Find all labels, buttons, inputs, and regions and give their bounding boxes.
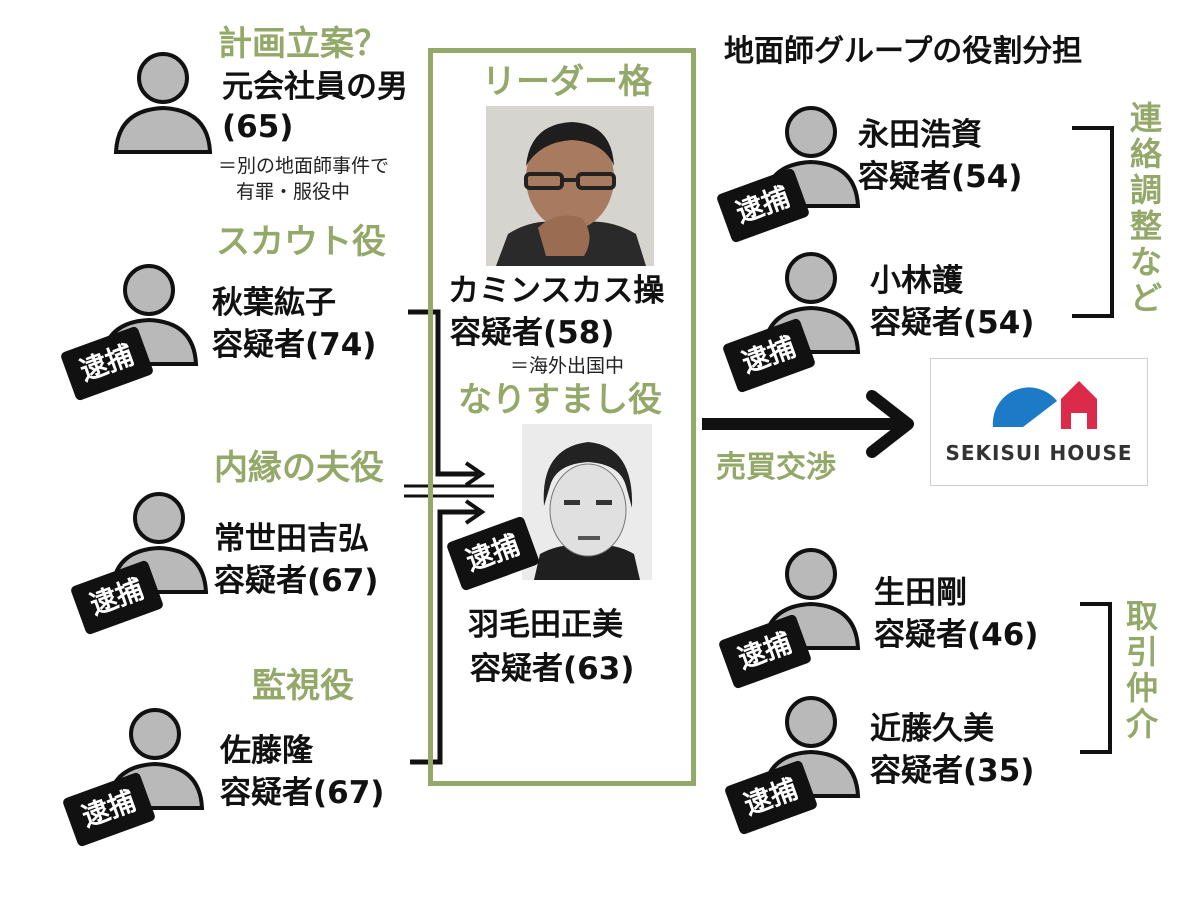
company-logo: SEKISUI HOUSE xyxy=(930,358,1148,486)
leader-role-label: リーダー格 xyxy=(482,62,652,102)
impostor-role-label: なりすまし役 xyxy=(458,380,662,420)
planner-name: 元会社員の男 xyxy=(222,69,408,105)
liaison-member-2-name: 小林護 xyxy=(870,263,963,299)
broker-member-1-suspect-age: 容疑者(46) xyxy=(874,617,1039,653)
planner-role-label: 計画立案？ xyxy=(218,24,388,64)
diagram-title: 地面師グループの役割分担 xyxy=(724,34,1083,69)
liaison-member-1-name: 永田浩資 xyxy=(858,117,982,153)
broker-member-2-suspect-age: 容疑者(35) xyxy=(870,753,1035,789)
monitor-connector xyxy=(410,509,478,765)
liaison-member-1-suspect-age: 容疑者(54) xyxy=(858,159,1023,195)
broker-role-label: 取 引 仲 介 xyxy=(1125,597,1158,743)
broker-bracket xyxy=(1080,602,1112,754)
scout-connector xyxy=(408,309,478,477)
monitor-role-label: 監視役 xyxy=(252,666,354,706)
planner-note-line2: 有罪・服役中 xyxy=(236,181,351,203)
impostor-photo xyxy=(522,424,652,580)
broker-member-1-name: 生田剛 xyxy=(874,575,967,611)
liaison-bracket xyxy=(1072,126,1114,318)
leader-portrait-icon xyxy=(486,106,654,266)
planner-person-icon xyxy=(108,44,218,154)
liaison-role-label: 連 絡 調 整 な ど xyxy=(1129,99,1162,317)
planner-note-line1: ＝別の地面師事件で xyxy=(218,155,390,177)
monitor-arrowhead xyxy=(464,499,486,525)
liaison-member-2-suspect-age: 容疑者(54) xyxy=(870,305,1035,341)
scout-role-label: スカウト役 xyxy=(216,222,386,262)
husband-name: 常世田吉弘 xyxy=(214,521,369,557)
monitor-name: 佐藤隆 xyxy=(220,733,313,769)
husband-suspect-age: 容疑者(67) xyxy=(214,563,379,599)
scout-name: 秋葉紘子 xyxy=(212,285,336,321)
husband-role-label: 内縁の夫役 xyxy=(214,448,384,488)
impostor-name: 羽毛田正美 xyxy=(468,607,623,643)
negotiation-label: 売買交渉 xyxy=(716,450,836,485)
central-figures-box xyxy=(428,48,696,786)
leader-name: カミンスカス操 xyxy=(448,273,665,309)
scout-suspect-age: 容疑者(74) xyxy=(212,327,377,363)
scout-arrowhead xyxy=(464,461,486,487)
sekisui-house-logo-icon xyxy=(992,381,1097,429)
impostor-portrait-icon xyxy=(522,424,652,580)
leader-note: ＝海外出国中 xyxy=(510,355,625,377)
leader-photo xyxy=(486,106,654,266)
negotiation-arrowhead xyxy=(866,390,914,458)
impostor-suspect-age: 容疑者(63) xyxy=(470,651,635,687)
planner-age: (65) xyxy=(222,109,294,145)
company-logo-text: SEKISUI HOUSE xyxy=(945,441,1133,465)
leader-suspect-age: 容疑者(58) xyxy=(450,315,615,351)
monitor-suspect-age: 容疑者(67) xyxy=(220,775,385,811)
broker-member-2-name: 近藤久美 xyxy=(870,711,994,747)
